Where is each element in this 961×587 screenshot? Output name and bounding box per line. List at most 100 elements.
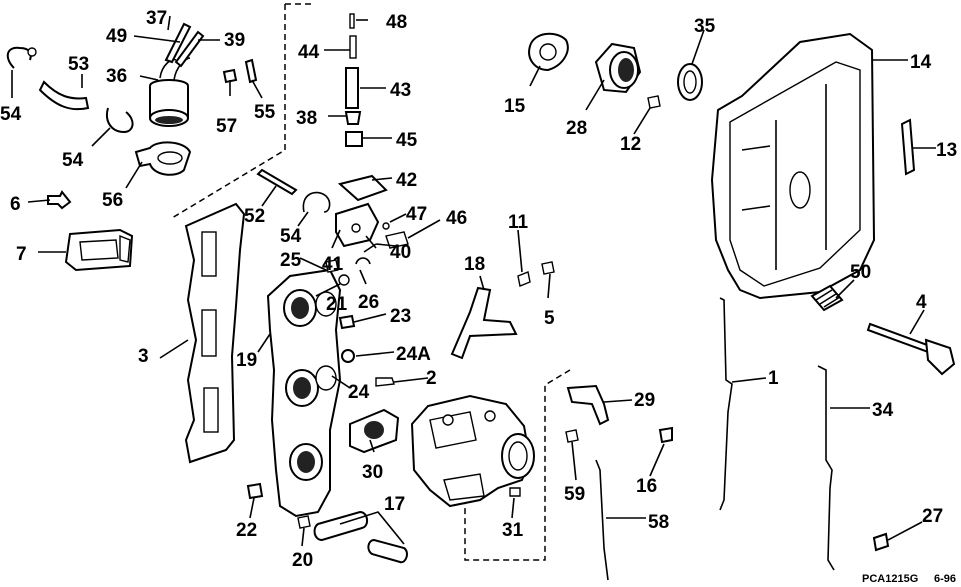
intake-manifold-part	[266, 268, 342, 518]
pump-fitting-part	[351, 223, 361, 233]
callout-30: 30	[362, 462, 383, 483]
screw-part-6	[47, 190, 72, 210]
hose-clamp-part	[6, 46, 37, 69]
fitting-part-47	[382, 222, 390, 230]
screw-part-2	[375, 377, 395, 387]
fitting-part-20	[297, 515, 311, 529]
clamp-part	[106, 107, 134, 134]
callout-54b: 54	[62, 150, 84, 171]
figure-code: PCA1215G	[862, 573, 918, 585]
fitting-part-25	[325, 259, 339, 273]
callout-25: 25	[280, 250, 302, 271]
figure-date: 6-96	[934, 573, 956, 585]
callout-42: 42	[396, 170, 417, 191]
link-rod-part-34	[817, 365, 835, 571]
callout-18: 18	[464, 254, 485, 275]
hose-part-17b	[367, 538, 408, 564]
gasket-hole-15	[539, 43, 557, 61]
callout-14: 14	[910, 52, 932, 73]
callout-2: 2	[426, 368, 437, 389]
small-hose-part	[164, 22, 192, 64]
screw-part-12	[647, 95, 661, 109]
dashed-assembly-boundary-lower	[464, 369, 571, 561]
callout-37: 37	[146, 8, 167, 29]
callout-34: 34	[872, 400, 894, 421]
callout-43: 43	[390, 80, 411, 101]
callout-54c: 54	[280, 226, 302, 247]
fitting-part-23	[338, 314, 356, 330]
link-rod-part-58	[595, 459, 609, 581]
callout-24: 24	[348, 382, 370, 403]
callout-50: 50	[850, 262, 871, 283]
hose-part	[38, 80, 90, 111]
pump-diaphragm-part	[337, 174, 388, 202]
spring-part-50	[810, 284, 844, 312]
carburetor-part	[410, 394, 535, 508]
callout-19: 19	[236, 350, 257, 371]
spring-part-38	[344, 111, 362, 125]
callout-21: 21	[326, 294, 348, 315]
pin-part	[256, 168, 298, 196]
callout-4: 4	[916, 292, 927, 313]
callout-46: 46	[446, 208, 467, 229]
hose-part-17a	[313, 510, 368, 542]
callout-22: 22	[236, 520, 257, 541]
callout-40: 40	[390, 242, 411, 263]
callout-39: 39	[224, 30, 245, 51]
callout-35: 35	[694, 16, 716, 37]
nut-part	[222, 68, 238, 84]
fitting-part	[338, 274, 350, 286]
adapter-part-28	[594, 42, 642, 94]
callout-48: 48	[386, 12, 407, 33]
callout-56: 56	[102, 190, 123, 211]
callout-54a: 54	[0, 104, 22, 125]
callout-20: 20	[292, 550, 313, 571]
bracket-part-29	[566, 384, 610, 426]
callout-52: 52	[244, 206, 265, 227]
callout-labels: 1 2 3 4 5 6 7 11 12 13 14 15 16 17 18 19…	[0, 8, 957, 571]
callout-59: 59	[564, 484, 585, 505]
callout-47: 47	[406, 204, 427, 225]
bracket-part-18	[450, 286, 518, 360]
clamp-part-54b	[302, 191, 331, 213]
clip-part-26	[355, 257, 371, 265]
callout-27: 27	[922, 506, 943, 527]
fitting-part-59	[565, 429, 579, 443]
callout-55: 55	[254, 102, 276, 123]
carb-gasket-hole	[364, 421, 384, 439]
air-silencer-part	[710, 32, 876, 300]
callout-6: 6	[10, 194, 21, 215]
callout-15: 15	[504, 96, 526, 117]
callout-16: 16	[636, 476, 657, 497]
screw-part-31	[509, 487, 521, 497]
fitting-part-46	[385, 231, 409, 249]
callout-13: 13	[936, 140, 957, 161]
plug-part	[246, 482, 264, 500]
callout-5: 5	[544, 308, 555, 329]
callout-7: 7	[16, 244, 27, 265]
fitting-part-24a	[341, 349, 355, 363]
callout-23: 23	[390, 306, 411, 327]
callout-53: 53	[68, 54, 89, 75]
fitting-part-16	[658, 426, 673, 444]
callout-41: 41	[322, 254, 344, 275]
part-13	[900, 118, 916, 176]
seal-part-35	[677, 63, 703, 101]
dashed-assembly-boundary	[171, 3, 315, 219]
callout-28: 28	[566, 118, 587, 139]
callout-29: 29	[634, 390, 655, 411]
filter-bracket-part	[134, 141, 192, 176]
fuel-filter-part	[149, 57, 191, 127]
part-4	[866, 322, 956, 376]
callout-26: 26	[358, 292, 379, 313]
fitting-part-11	[517, 271, 531, 287]
callout-11: 11	[508, 212, 529, 233]
tube-part-43	[345, 67, 359, 109]
callout-38: 38	[296, 108, 317, 129]
cap-part-45	[345, 131, 363, 147]
small-hose-part-2	[174, 30, 205, 68]
leader-lines	[11, 15, 936, 547]
fitting-part-27	[872, 532, 890, 552]
callout-44: 44	[298, 42, 320, 63]
